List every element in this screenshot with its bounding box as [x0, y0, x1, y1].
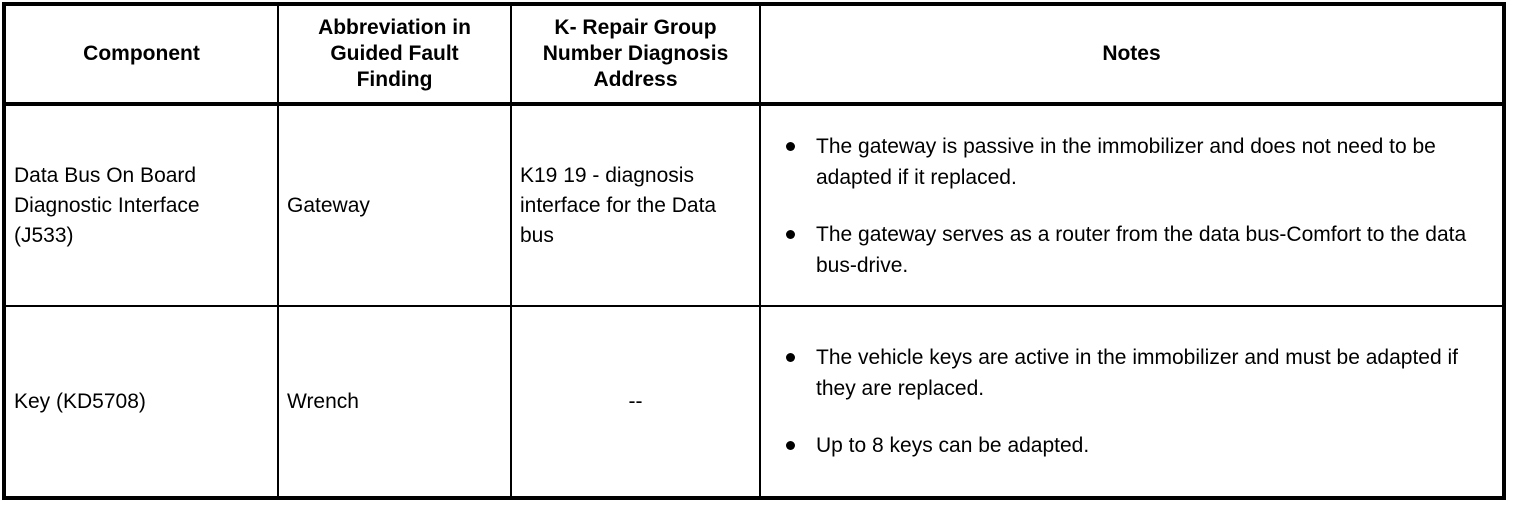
- table-row: Data Bus On Board Diagnostic Interface (…: [6, 104, 1502, 306]
- table-header: Component Abbreviation in Guided Fault F…: [6, 6, 1502, 106]
- bullet-icon: [786, 229, 795, 239]
- bullet-icon: [786, 353, 795, 362]
- bullet-icon: [786, 141, 795, 151]
- cell-address: K19 19 - diagnosis interface for the Dat…: [511, 104, 761, 306]
- table-row: Key (KD5708) Wrench -- The vehicle keys …: [6, 305, 1502, 496]
- component-diagnosis-table: Component Abbreviation in Guided Fault F…: [6, 6, 1502, 496]
- list-item: Up to 8 keys can be adapted.: [783, 430, 1488, 461]
- cell-notes: The vehicle keys are active in the immob…: [760, 305, 1502, 496]
- column-header-notes-label: Notes: [1102, 42, 1161, 65]
- cell-component: Key (KD5708): [6, 305, 279, 496]
- list-item: The gateway is passive in the immobilize…: [783, 131, 1488, 193]
- note-text: The vehicle keys are active in the immob…: [816, 346, 1458, 400]
- cell-address-text: K19 19 - diagnosis interface for the Dat…: [520, 163, 717, 247]
- cell-component-text: Data Bus On Board Diagnostic Interface (…: [14, 163, 200, 247]
- note-text: Up to 8 keys can be adapted.: [816, 434, 1090, 457]
- list-item: The vehicle keys are active in the immob…: [783, 342, 1488, 404]
- column-header-component: Component: [6, 6, 279, 106]
- notes-list: The vehicle keys are active in the immob…: [783, 342, 1488, 461]
- column-header-component-label: Component: [83, 42, 200, 65]
- cell-address-text: --: [628, 389, 643, 413]
- table-body: Data Bus On Board Diagnostic Interface (…: [6, 104, 1502, 496]
- column-header-notes: Notes: [760, 6, 1502, 106]
- column-header-address-label: K- Repair Group Number Diagnosis Address: [542, 16, 729, 91]
- cell-address: --: [511, 305, 761, 496]
- cell-abbreviation-text: Gateway: [287, 193, 370, 217]
- note-text: The gateway serves as a router from the …: [816, 222, 1467, 277]
- cell-abbreviation-text: Wrench: [287, 389, 359, 413]
- column-header-abbreviation-label: Abbreviation in Guided Fault Finding: [318, 16, 471, 91]
- cell-abbreviation: Wrench: [278, 305, 512, 496]
- column-header-abbreviation: Abbreviation in Guided Fault Finding: [278, 6, 512, 106]
- note-text: The gateway is passive in the immobilize…: [816, 134, 1436, 189]
- cell-component-text: Key (KD5708): [14, 389, 146, 413]
- cell-component: Data Bus On Board Diagnostic Interface (…: [6, 104, 279, 306]
- notes-list: The gateway is passive in the immobilize…: [783, 131, 1488, 281]
- cell-abbreviation: Gateway: [278, 104, 512, 306]
- spec-table-container: Component Abbreviation in Guided Fault F…: [2, 2, 1506, 500]
- cell-notes: The gateway is passive in the immobilize…: [760, 104, 1502, 306]
- bullet-icon: [786, 441, 795, 450]
- table-header-row: Component Abbreviation in Guided Fault F…: [6, 6, 1502, 106]
- list-item: The gateway serves as a router from the …: [783, 219, 1488, 281]
- column-header-address: K- Repair Group Number Diagnosis Address: [511, 6, 761, 106]
